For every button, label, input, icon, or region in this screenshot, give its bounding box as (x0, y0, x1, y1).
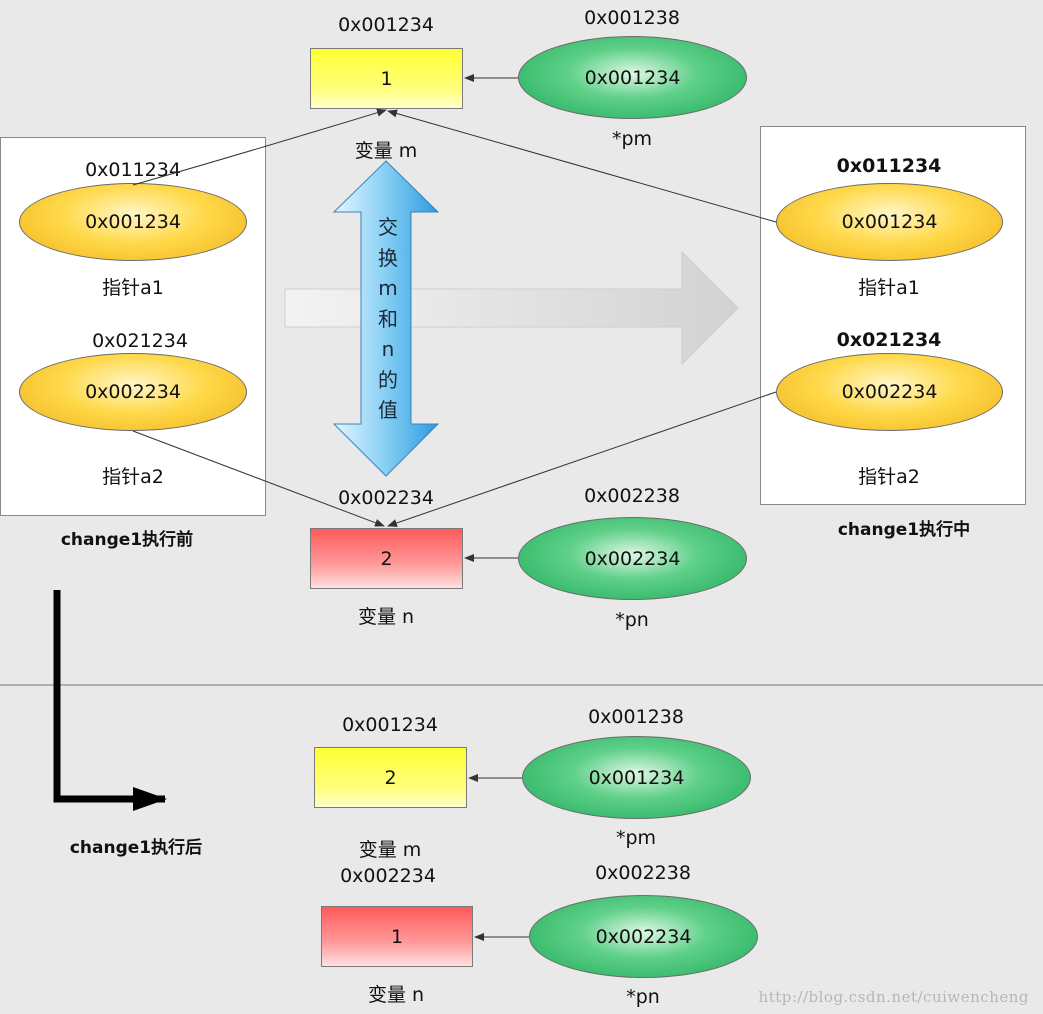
n-address: 0x002234 (338, 487, 434, 509)
swap-char: 换 (378, 245, 398, 270)
after-pn-address: 0x002238 (595, 862, 691, 884)
during-a2-address: 0x021234 (836, 329, 942, 351)
after-pointer-pm-value: 0x001234 (588, 766, 685, 789)
before-a2-label: 指针a2 (102, 466, 164, 488)
before-a1-to-m-arrow (132, 108, 387, 186)
process-arrow (53, 590, 167, 811)
before-a1-address: 0x011234 (85, 159, 181, 181)
after-pm-address: 0x001238 (588, 706, 684, 728)
swap-char: n (381, 337, 395, 361)
swap-char: m (378, 276, 398, 300)
during-a2-value: 0x002234 (841, 381, 938, 403)
before-caption: change1执行前 (60, 530, 194, 550)
after-pointer-pm-label: *pm (615, 827, 657, 849)
after-pointer-pn-label: *pn (626, 986, 660, 1008)
variable-m-box: 1 (310, 48, 463, 109)
pm-address: 0x001238 (584, 7, 680, 29)
swap-double-arrow (332, 160, 440, 477)
variable-n-label: 变量 n (357, 606, 415, 628)
after-variable-n-value: 1 (390, 925, 404, 948)
during-a2-to-n-arrow (387, 391, 777, 527)
before-a2-value: 0x002234 (85, 381, 181, 403)
swap-label: 交 换 m 和 n 的 值 (374, 212, 402, 426)
pointer-pn-value: 0x002234 (584, 547, 681, 570)
pointer-pm-value: 0x001234 (584, 66, 681, 89)
after-variable-m-label: 变量 m (358, 839, 422, 861)
m-address: 0x001234 (338, 14, 434, 36)
swap-char: 交 (378, 215, 398, 239)
after-variable-n-label: 变量 n (367, 984, 425, 1006)
after-variable-n-box: 1 (321, 906, 473, 967)
pointer-pm: 0x001234 (518, 36, 747, 119)
before-a2-to-n-arrow (132, 430, 385, 527)
after-n-address: 0x002234 (340, 865, 436, 887)
variable-n-box: 2 (310, 528, 463, 589)
pointer-pn: 0x002234 (518, 517, 747, 600)
during-a1-label: 指针a1 (858, 277, 920, 299)
after-m-address: 0x001234 (342, 714, 438, 736)
swap-char: 的 (378, 367, 398, 392)
before-pointer-a2: 0x002234 (19, 353, 247, 431)
after-pointer-pn-value: 0x002234 (595, 925, 692, 948)
watermark: http://blog.csdn.net/cuiwencheng (758, 988, 1029, 1006)
during-caption: change1执行中 (837, 520, 971, 540)
during-a1-value: 0x001234 (841, 211, 938, 233)
during-pointer-a1: 0x001234 (776, 183, 1003, 261)
after-pointer-pm: 0x001234 (522, 736, 751, 819)
variable-m-label: 变量 m (354, 140, 418, 162)
pointer-pm-label: *pm (611, 128, 653, 150)
before-a1-value: 0x001234 (85, 211, 181, 233)
after-pointer-pn: 0x002234 (529, 895, 758, 978)
during-a2-label: 指针a2 (858, 466, 920, 488)
after-variable-m-value: 2 (384, 766, 397, 789)
variable-m-value: 1 (380, 67, 393, 90)
swap-char: 值 (378, 398, 398, 422)
after-variable-m-box: 2 (314, 747, 467, 808)
before-a1-label: 指针a1 (102, 277, 164, 299)
pn-address: 0x002238 (584, 485, 680, 507)
during-a1-to-m-arrow (387, 109, 777, 223)
variable-n-value: 2 (380, 547, 393, 570)
before-pointer-a1: 0x001234 (19, 183, 247, 261)
during-a1-address: 0x011234 (836, 155, 942, 177)
swap-char: 和 (378, 306, 398, 331)
after-caption: change1执行后 (69, 838, 203, 858)
flow-arrow (284, 250, 739, 366)
during-pointer-a2: 0x002234 (776, 353, 1003, 431)
before-a2-address: 0x021234 (92, 330, 188, 352)
pointer-pn-label: *pn (615, 609, 649, 631)
